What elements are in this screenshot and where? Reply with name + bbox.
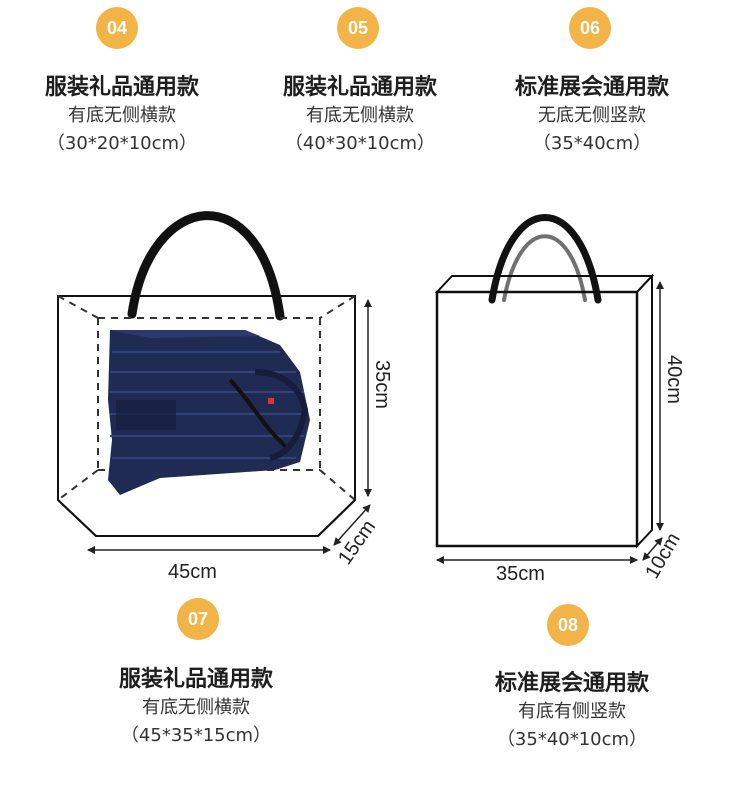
spec-08: 标准展会通用款 有底有侧竖款 （35*40*10cm） (495, 670, 649, 754)
badge-06-label: 06 (579, 17, 601, 38)
spec-05-size: （40*30*10cm） (284, 133, 436, 154)
spec-06-title: 标准展会通用款 (514, 75, 670, 100)
tote-height-label: 35cm (371, 360, 393, 409)
tote-bag-07: 35cm 45cm 15cm (57, 211, 393, 583)
badge-04-label: 04 (106, 17, 128, 38)
spec-08-size: （35*40*10cm） (496, 729, 648, 750)
tote-handle (127, 211, 285, 321)
spec-04-title: 服装礼品通用款 (44, 75, 200, 100)
upright-depth-arrow (642, 537, 663, 561)
tote-depth-label: 15cm (334, 516, 380, 569)
spec-07: 服装礼品通用款 有底无侧横款 （45*35*15cm） (119, 666, 273, 750)
upright-front-face (435, 290, 639, 548)
spec-08-title: 标准展会通用款 (494, 671, 650, 696)
spec-08-subtitle: 有底有侧竖款 (517, 701, 626, 722)
spec-04: 服装礼品通用款 有底无侧横款 （30*20*10cm） (45, 74, 199, 158)
badge-05: 05 (337, 7, 379, 49)
badge-08-label: 08 (557, 614, 579, 635)
badge-07-label: 07 (187, 608, 209, 629)
badge-07: 07 (177, 598, 219, 640)
spec-06-subtitle: 无底无侧竖款 (537, 105, 646, 126)
badge-04: 04 (96, 7, 138, 49)
upright-handle (488, 214, 602, 304)
spec-05-title: 服装礼品通用款 (282, 75, 438, 100)
upright-width-label: 35cm (496, 563, 545, 585)
jacket-image (108, 330, 310, 495)
spec-04-size: （30*20*10cm） (46, 133, 198, 154)
tote-depth-arrow (333, 504, 371, 546)
tote-width-label: 45cm (168, 561, 217, 583)
spec-05-subtitle: 有底无侧横款 (305, 105, 414, 126)
upright-height-label: 40cm (663, 355, 685, 404)
badge-06: 06 (569, 7, 611, 49)
spec-04-subtitle: 有底无侧横款 (67, 105, 176, 126)
spec-07-subtitle: 有底无侧横款 (141, 697, 250, 718)
spec-06: 标准展会通用款 无底无侧竖款 （35*40cm） (515, 74, 669, 158)
spec-07-size: （45*35*15cm） (120, 725, 272, 746)
upright-depth-label: 10cm (641, 529, 685, 582)
badge-08: 08 (547, 604, 589, 646)
spec-05: 服装礼品通用款 有底无侧横款 （40*30*10cm） (283, 74, 437, 158)
spec-07-title: 服装礼品通用款 (118, 667, 274, 692)
spec-06-size: （35*40cm） (532, 133, 652, 154)
badge-05-label: 05 (347, 17, 369, 38)
upright-bag-08: 40cm 35cm 10cm (434, 214, 685, 585)
